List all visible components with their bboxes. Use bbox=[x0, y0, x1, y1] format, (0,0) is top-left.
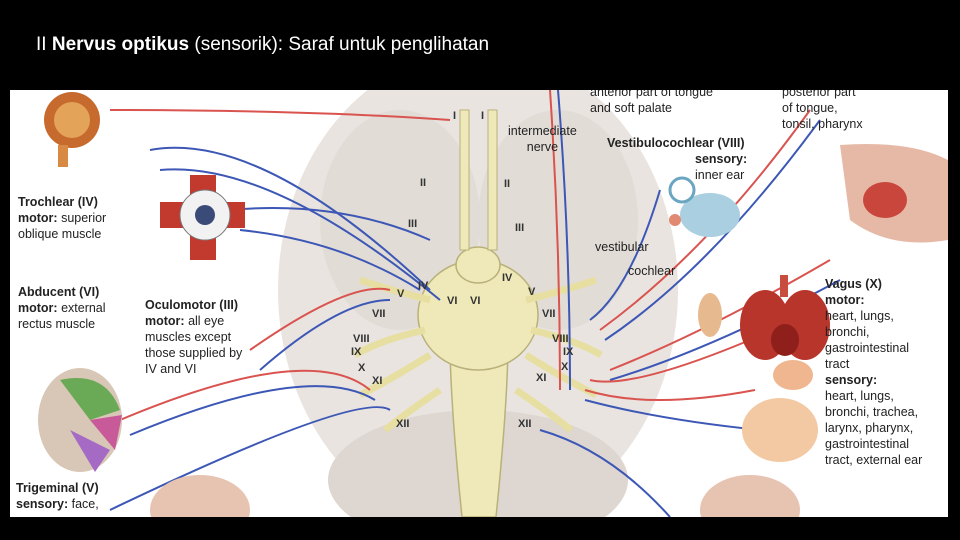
label-line: face, bbox=[71, 497, 99, 511]
label-trigeminal: Trigeminal (V) sensory: face, bbox=[16, 480, 99, 512]
numeral-V-left: V bbox=[397, 288, 405, 300]
numeral-II-right: II bbox=[504, 178, 511, 190]
label-line: and soft palate bbox=[590, 101, 673, 115]
label-line: those supplied by bbox=[145, 346, 243, 360]
numeral-V-right: V bbox=[528, 286, 536, 298]
label-title: motor: bbox=[18, 211, 58, 225]
title-numeral: II bbox=[36, 34, 47, 55]
numeral-III-left: III bbox=[408, 218, 418, 230]
label-line: tract, external ear bbox=[825, 453, 923, 467]
label-title: Abducent (VI) bbox=[18, 285, 100, 299]
label-title: Oculomotor (III) bbox=[145, 298, 239, 312]
spinal-cord bbox=[449, 339, 509, 517]
label-line: inner ear bbox=[695, 168, 745, 182]
label-line: external bbox=[61, 301, 106, 315]
label-cochlear: cochlear bbox=[628, 264, 676, 278]
eye-illustration bbox=[44, 92, 100, 167]
numeral-VI-right: VI bbox=[470, 295, 481, 307]
label-line: superior bbox=[61, 211, 107, 225]
numeral-VII-left: VII bbox=[372, 308, 386, 320]
label-trochlear: Trochlear (IV) motor: superior oblique m… bbox=[18, 194, 106, 242]
numeral-IV-right: IV bbox=[502, 272, 513, 284]
label-line: intermediate bbox=[508, 124, 577, 138]
label-line: all eye bbox=[188, 314, 225, 328]
label-line: heart, lungs, bbox=[825, 389, 894, 403]
label-oculomotor: Oculomotor (III) motor: all eye muscles … bbox=[145, 297, 242, 377]
throat-illustration bbox=[840, 144, 948, 243]
numeral-I-left: I bbox=[453, 110, 457, 122]
label-line: IV and VI bbox=[145, 362, 197, 376]
label-line: posterior part bbox=[782, 90, 856, 99]
numeral-VI-left: VI bbox=[447, 295, 458, 307]
label-vagus: Vagus (X) motor: heart, lungs, bronchi, … bbox=[825, 276, 922, 468]
brain-diagram bbox=[38, 90, 948, 517]
numeral-IX-right: IX bbox=[563, 346, 574, 358]
label-line: tonsil, pharynx bbox=[782, 117, 863, 131]
numeral-XI-left: XI bbox=[372, 375, 383, 387]
label-vestibulocochlear: Vestibulocochlear (VIII) sensory: inner … bbox=[607, 135, 747, 183]
slide-title: II Nervus optikus (sensorik): Saraf untu… bbox=[36, 34, 489, 56]
label-line: of tongue, bbox=[782, 101, 838, 115]
label-line: gastrointestinal bbox=[825, 437, 910, 451]
numeral-X-right: X bbox=[561, 361, 569, 373]
label-line: gastrointestinal bbox=[825, 341, 910, 355]
label-title: motor: bbox=[825, 293, 865, 307]
numeral-VIII-left: VIII bbox=[353, 333, 370, 345]
numeral-XI-right: XI bbox=[536, 372, 547, 384]
numeral-X-left: X bbox=[358, 362, 366, 374]
label-line: larynx, pharynx, bbox=[825, 421, 914, 435]
label-posterior-tongue: posterior part of tongue, tonsil, pharyn… bbox=[782, 90, 863, 132]
numeral-II-left: II bbox=[420, 177, 427, 189]
cranial-nerves-illustration: I I II II III III IV IV V V VI VI VII VI… bbox=[10, 90, 948, 517]
label-line: bronchi, bbox=[825, 325, 870, 339]
label-vestibular: vestibular bbox=[595, 240, 649, 254]
label-anterior-tongue: anterior part of tongue and soft palate bbox=[590, 90, 713, 116]
label-title: sensory: bbox=[695, 152, 748, 166]
label-line: heart, lungs, bbox=[825, 309, 894, 323]
label-title: Trigeminal (V) bbox=[16, 481, 99, 495]
eyeball-muscles-illustration bbox=[160, 175, 245, 260]
bottom-right-head bbox=[700, 475, 800, 517]
olfactory-tract-right bbox=[487, 109, 498, 251]
inner-ear-illustration bbox=[668, 176, 740, 237]
numeral-XII-right: XII bbox=[518, 418, 532, 430]
label-title: Vestibulocochlear (VIII) bbox=[607, 136, 745, 150]
label-abducent: Abducent (VI) motor: external rectus mus… bbox=[18, 284, 106, 332]
label-line: oblique muscle bbox=[18, 227, 102, 241]
label-line: anterior part of tongue bbox=[590, 90, 713, 99]
label-line: bronchi, trachea, bbox=[825, 405, 919, 419]
numeral-VII-right: VII bbox=[542, 308, 556, 320]
numeral-III-right: III bbox=[515, 222, 525, 234]
olfactory-tract-left bbox=[459, 109, 470, 251]
label-title: Vagus (X) bbox=[825, 277, 882, 291]
numeral-IX-left: IX bbox=[351, 346, 362, 358]
label-title: motor: bbox=[18, 301, 58, 315]
title-nerve-name: Nervus optikus bbox=[51, 34, 190, 55]
label-line: tract bbox=[825, 357, 850, 371]
pituitary bbox=[455, 246, 501, 284]
numeral-IV-left: IV bbox=[418, 280, 429, 292]
bottom-left-head bbox=[150, 475, 250, 517]
numeral-VIII-right: VIII bbox=[552, 333, 569, 345]
label-title: sensory: bbox=[16, 497, 69, 511]
ear-illustration bbox=[698, 293, 722, 337]
title-description: (sensorik): Saraf untuk penglihatan bbox=[189, 34, 490, 55]
numeral-I-right: I bbox=[481, 110, 485, 122]
label-line: muscles except bbox=[145, 330, 232, 344]
heart-lungs-illustration bbox=[740, 275, 830, 360]
head-sensory-regions-illustration bbox=[38, 368, 122, 472]
label-title: sensory: bbox=[825, 373, 878, 387]
label-intermediate-nerve: intermediate nerve bbox=[508, 123, 577, 155]
label-line: nerve bbox=[526, 140, 559, 154]
label-line: rectus muscle bbox=[18, 317, 96, 331]
label-title: motor: bbox=[145, 314, 185, 328]
numeral-XII-left: XII bbox=[396, 418, 410, 430]
label-title: Trochlear (IV) bbox=[18, 195, 98, 209]
gastrointestinal-illustration bbox=[742, 360, 818, 462]
